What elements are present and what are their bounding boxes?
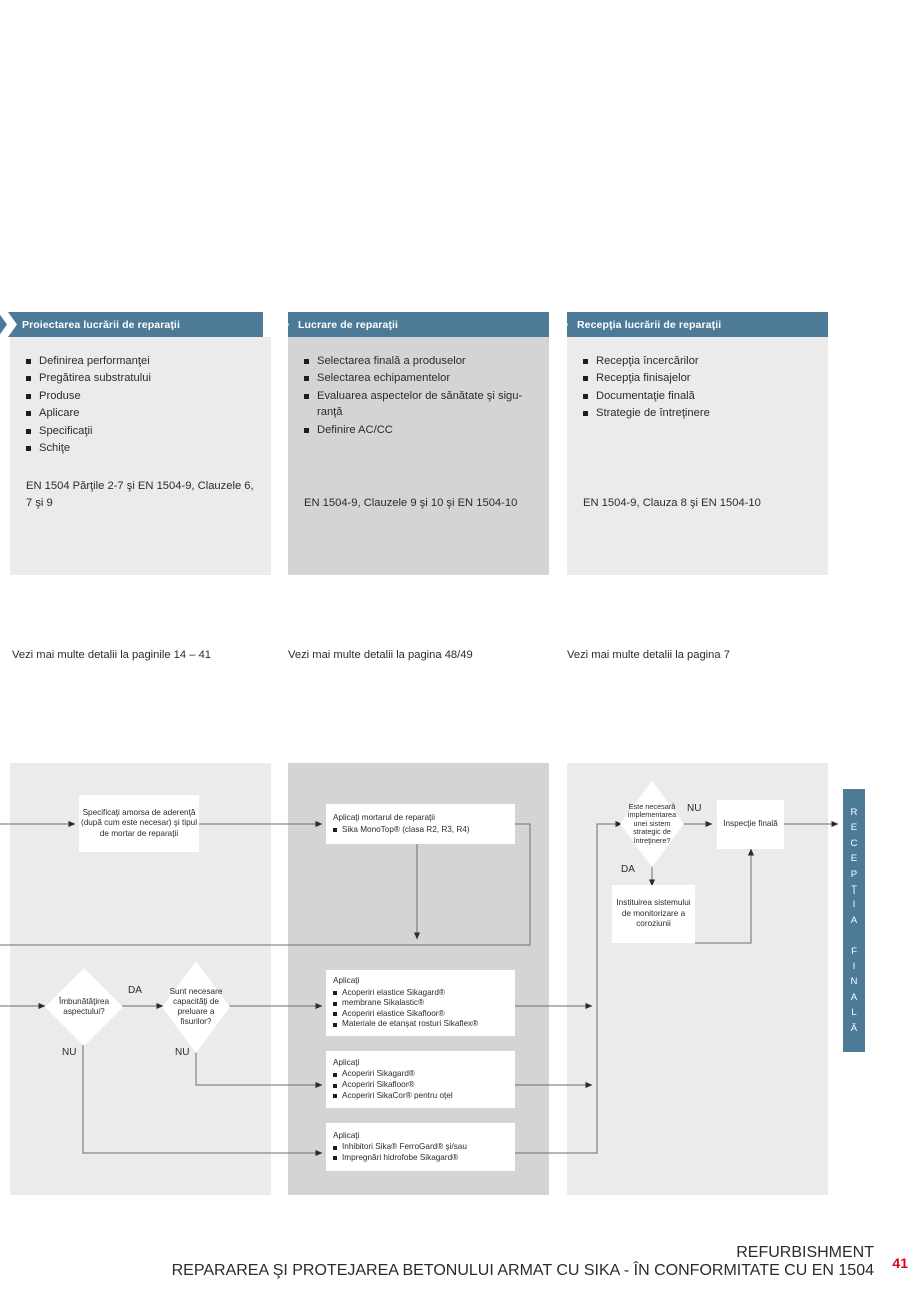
node-inhibitors: Aplicaţi Inhibitori Sika® FerroGard® şi/… xyxy=(326,1123,515,1171)
list-item: Specificaţii xyxy=(26,423,255,439)
list-item: Materiale de etanşat rosturi Sikaflex® xyxy=(333,1019,478,1030)
vbar-letter: E xyxy=(850,853,858,865)
node-inhibitors-list: Inhibitori Sika® FerroGard® şi/sau Impre… xyxy=(333,1142,467,1163)
node-bond-coat-text: Specificaţi amorsa de aderenţă (după cum… xyxy=(80,807,198,838)
see-more-works: Vezi mai multe detalii la pagina 48/49 xyxy=(288,649,473,661)
node-elastic-list: Acoperiri elastice Sikagard® membrane Si… xyxy=(333,988,478,1030)
standard-reference: EN 1504 Părţile 2-7 şi EN 1504-9, Clauze… xyxy=(26,480,254,509)
list-item: Acoperiri elastice Sikagard® xyxy=(333,988,478,999)
node-coatings: Aplicaţi Acoperiri Sikagard® Acoperiri S… xyxy=(326,1051,515,1108)
decision-maintenance-strategy: Este necesară implementarea unei sistem … xyxy=(620,781,684,867)
list-item: Recepţia încercărilor xyxy=(583,353,812,369)
node-repair-mortar-lead: Aplicaţi mortarul de reparaţii xyxy=(333,812,435,822)
vbar-letter: R xyxy=(850,806,858,818)
list-item: Definirea performanţei xyxy=(26,353,255,369)
node-elastic-lead: Aplicaţi xyxy=(333,976,360,986)
vbar-letter: Ă xyxy=(850,1022,858,1034)
node-final-inspection: Inspecţie finală xyxy=(717,800,784,849)
vbar-letter: I xyxy=(852,961,856,973)
standard-reference: EN 1504-9, Clauza 8 şi EN 1504-10 xyxy=(583,496,761,509)
header-bar-works: Lucrare de reparaţii xyxy=(288,312,549,337)
edge-label-nu-2: NU xyxy=(175,1047,190,1058)
list-item: Documentaţie finală xyxy=(583,388,812,404)
vbar-letter: Ţ xyxy=(851,883,857,895)
list-item: Produse xyxy=(26,388,255,404)
vbar-letter: C xyxy=(850,837,858,849)
list-item: Recepţia finisajelor xyxy=(583,370,812,386)
node-repair-mortar: Aplicaţi mortarul de reparaţii Sika Mono… xyxy=(326,804,515,844)
process-header-strip: Proiectarea lucrării de reparaţii Lucrar… xyxy=(0,312,920,337)
flow-connectors xyxy=(0,820,839,1157)
panel-design: Definirea performanţei Pregătirea substr… xyxy=(10,337,271,575)
list-item: Impregnări hidrofobe Sikagard® xyxy=(333,1153,467,1164)
chevron-right-icon-2 xyxy=(270,312,289,337)
page-number: 41 xyxy=(892,1255,908,1271)
header-bar-design: Proiectarea lucrării de reparaţii xyxy=(0,312,263,337)
panel-acceptance: Recepţia încercărilor Recepţia finisajel… xyxy=(567,337,828,575)
footer-line-2: REPARAREA ŞI PROTEJAREA BETONULUI ARMAT … xyxy=(171,1262,874,1279)
list-item: Definire AC/CC xyxy=(304,422,533,438)
header-title-design: Proiectarea lucrării de reparaţii xyxy=(22,318,180,331)
edge-label-da-1: DA xyxy=(128,985,142,996)
standard-reference: EN 1504-9, Clauzele 9 şi 10 şi EN 1504-1… xyxy=(304,496,518,509)
node-final-inspection-text: Inspecţie finală xyxy=(723,819,778,829)
see-more-design: Vezi mai multe detalii la paginile 14 – … xyxy=(12,649,212,661)
vbar-letter: A xyxy=(850,914,858,926)
list-item: Acoperiri elastice Sikafloor® xyxy=(333,1009,478,1020)
list-item: Inhibitori Sika® FerroGard® şi/sau xyxy=(333,1142,467,1153)
panel-design-list: Definirea performanţei Pregătirea substr… xyxy=(26,353,255,456)
vbar-letter: A xyxy=(850,991,858,1003)
see-more-acceptance: Vezi mai multe detalii la pagina 7 xyxy=(567,649,730,661)
vbar-letter: E xyxy=(850,822,858,834)
list-item: Acoperiri Sikagard® xyxy=(333,1069,453,1080)
header-bar-acceptance: Recepţia lucrării de reparaţii xyxy=(567,312,828,337)
footer-line-1: REFURBISHMENT xyxy=(736,1244,874,1261)
chevron-right-icon-3 xyxy=(549,312,568,337)
vbar-letter: L xyxy=(851,1007,857,1019)
node-repair-mortar-list: Sika MonoTop® (clasa R2, R3, R4) xyxy=(333,825,470,836)
list-item: Selectarea echipamentelor xyxy=(304,370,533,386)
decision-improve-appearance-text: Îmbunătăţirea aspectului? xyxy=(58,996,110,1016)
node-elastic-coatings: Aplicaţi Acoperiri elastice Sikagard® me… xyxy=(326,970,515,1036)
list-item: Evaluarea aspectelor de sănătate şi sigu… xyxy=(304,388,533,421)
list-item: Acoperiri Sikafloor® xyxy=(333,1080,453,1091)
vbar-letter: F xyxy=(851,945,857,957)
list-item: Sika MonoTop® (clasa R2, R3, R4) xyxy=(333,825,470,836)
node-bond-coat: Specificaţi amorsa de aderenţă (după cum… xyxy=(79,795,199,852)
edge-label-nu-1: NU xyxy=(62,1047,77,1058)
list-item: Selectarea finală a produselor xyxy=(304,353,533,369)
decision-crack-bridging-text: Sunt necesare capacităţi de preluare a f… xyxy=(169,986,223,1027)
flow-panel-acceptance xyxy=(567,763,828,1195)
list-item: Aplicare xyxy=(26,405,255,421)
edge-label-nu-right: NU xyxy=(687,803,702,814)
list-item: Acoperiri SikaCor® pentru oţel xyxy=(333,1091,453,1102)
vbar-letter: I xyxy=(852,899,856,911)
node-corrosion-monitoring-text: Instituirea sistemului de monitorizare a… xyxy=(616,898,691,929)
panel-works: Selectarea finală a produselor Selectare… xyxy=(288,337,549,575)
header-title-works: Lucrare de reparaţii xyxy=(298,318,399,331)
vertical-bar-final-acceptance: R E C E P Ţ I A · F I N A L Ă xyxy=(843,789,865,1052)
vbar-letter: N xyxy=(850,976,858,988)
node-coatings-list: Acoperiri Sikagard® Acoperiri Sikafloor®… xyxy=(333,1069,453,1101)
list-item: Pregătirea substratului xyxy=(26,370,255,386)
decision-maintenance-strategy-text: Este necesară implementarea unei sistem … xyxy=(627,801,677,845)
footer: REFURBISHMENT REPARAREA ŞI PROTEJAREA BE… xyxy=(172,1244,874,1280)
edge-label-da-right: DA xyxy=(621,864,635,875)
list-item: Strategie de întreţinere xyxy=(583,405,812,421)
list-item: membrane Sikalastic® xyxy=(333,998,478,1009)
node-corrosion-monitoring: Instituirea sistemului de monitorizare a… xyxy=(612,885,695,943)
panel-works-list: Selectarea finală a produselor Selectare… xyxy=(304,353,533,438)
node-coatings-lead: Aplicaţi xyxy=(333,1057,360,1067)
list-item: Schiţe xyxy=(26,440,255,456)
node-inhibitors-lead: Aplicaţi xyxy=(333,1130,360,1140)
header-title-acceptance: Recepţia lucrării de reparaţii xyxy=(577,318,722,331)
flowchart: Specificaţi amorsa de aderenţă (după cum… xyxy=(0,763,920,1195)
vbar-letter: P xyxy=(850,868,858,880)
panel-acceptance-list: Recepţia încercărilor Recepţia finisajel… xyxy=(583,353,812,422)
decision-crack-bridging: Sunt necesare capacităţi de preluare a f… xyxy=(162,961,230,1053)
decision-improve-appearance: Îmbunătăţirea aspectului? xyxy=(45,968,123,1046)
